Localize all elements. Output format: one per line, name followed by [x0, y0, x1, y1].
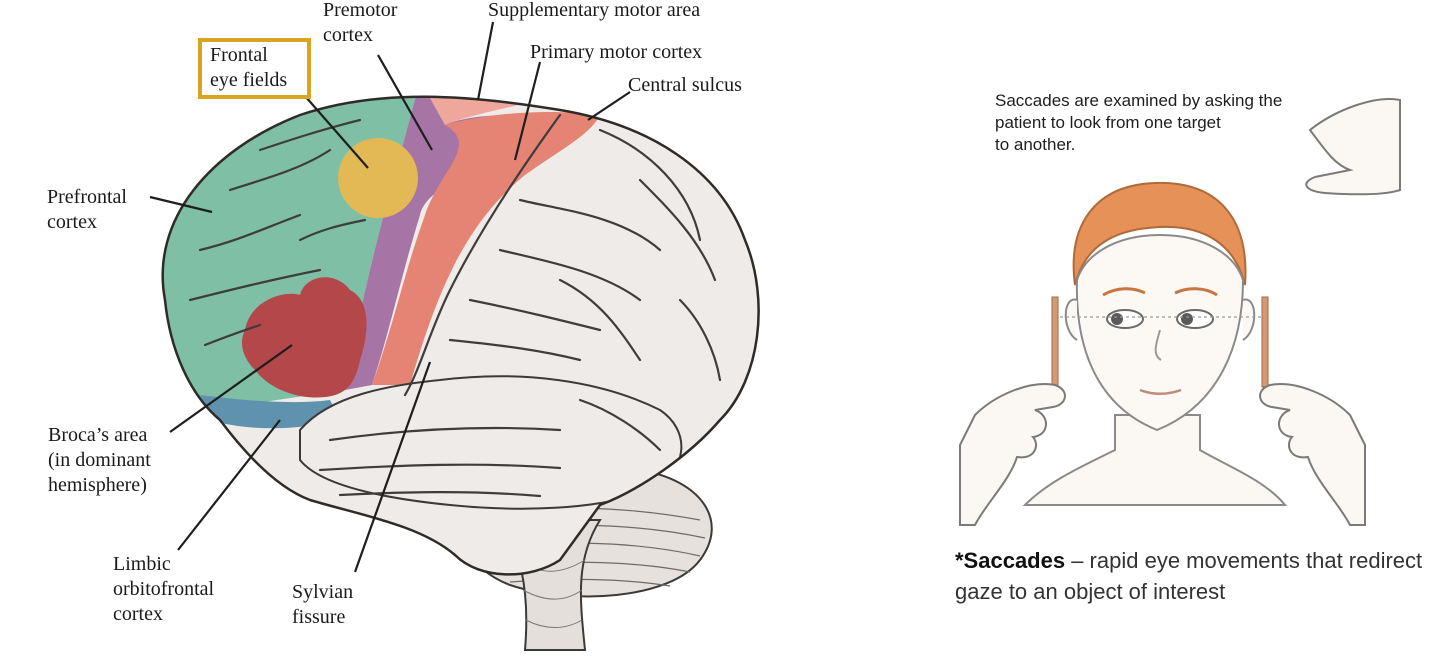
- label-supplementary-motor-area: Supplementary motor area: [488, 0, 701, 21]
- saccade-caption-term: *Saccades: [955, 548, 1066, 573]
- label-prefrontal-cortex: Prefrontal cortex: [47, 186, 127, 233]
- label-central-sulcus: Central sulcus: [628, 74, 742, 96]
- temporal-lobe: [299, 375, 683, 510]
- label-limbic-orbitofrontal-cortex: Limbic orbitofrontal cortex: [113, 553, 215, 625]
- examiner-hand-right: [1259, 383, 1366, 526]
- target-stick-right: [1261, 296, 1269, 388]
- saccade-exam-illustration: [959, 98, 1401, 526]
- saccade-instruction-text: Saccades are examined by asking the pati…: [995, 91, 1283, 154]
- label-frontal-eye-fields: Frontal eye fields: [210, 44, 288, 91]
- target-stick-left: [1051, 296, 1059, 388]
- label-premotor-cortex: Premotor cortex: [323, 0, 398, 46]
- orbitofrontal-region: [200, 395, 340, 429]
- examiner-hand-top: [1305, 98, 1401, 196]
- label-primary-motor-cortex: Primary motor cortex: [530, 41, 703, 63]
- saccade-caption: *Saccades – rapid eye movements that red…: [955, 545, 1425, 607]
- frontal-eye-fields-region: [338, 138, 418, 218]
- frontal-eye-fields-highlight-box: [198, 38, 311, 99]
- brain-illustration: [149, 21, 760, 651]
- saccade-caption-definition: – rapid eye movements that redirect gaze…: [955, 548, 1423, 604]
- broca-region: [242, 277, 367, 398]
- patient-hair: [1072, 181, 1247, 286]
- label-brocas-area: Broca’s area (in dominant hemisphere): [48, 424, 151, 496]
- examiner-hand-left: [959, 383, 1066, 526]
- patient-eyes: [1060, 309, 1265, 329]
- primary-motor-region: [372, 112, 600, 386]
- label-sylvian-fissure: Sylvian fissure: [292, 581, 354, 628]
